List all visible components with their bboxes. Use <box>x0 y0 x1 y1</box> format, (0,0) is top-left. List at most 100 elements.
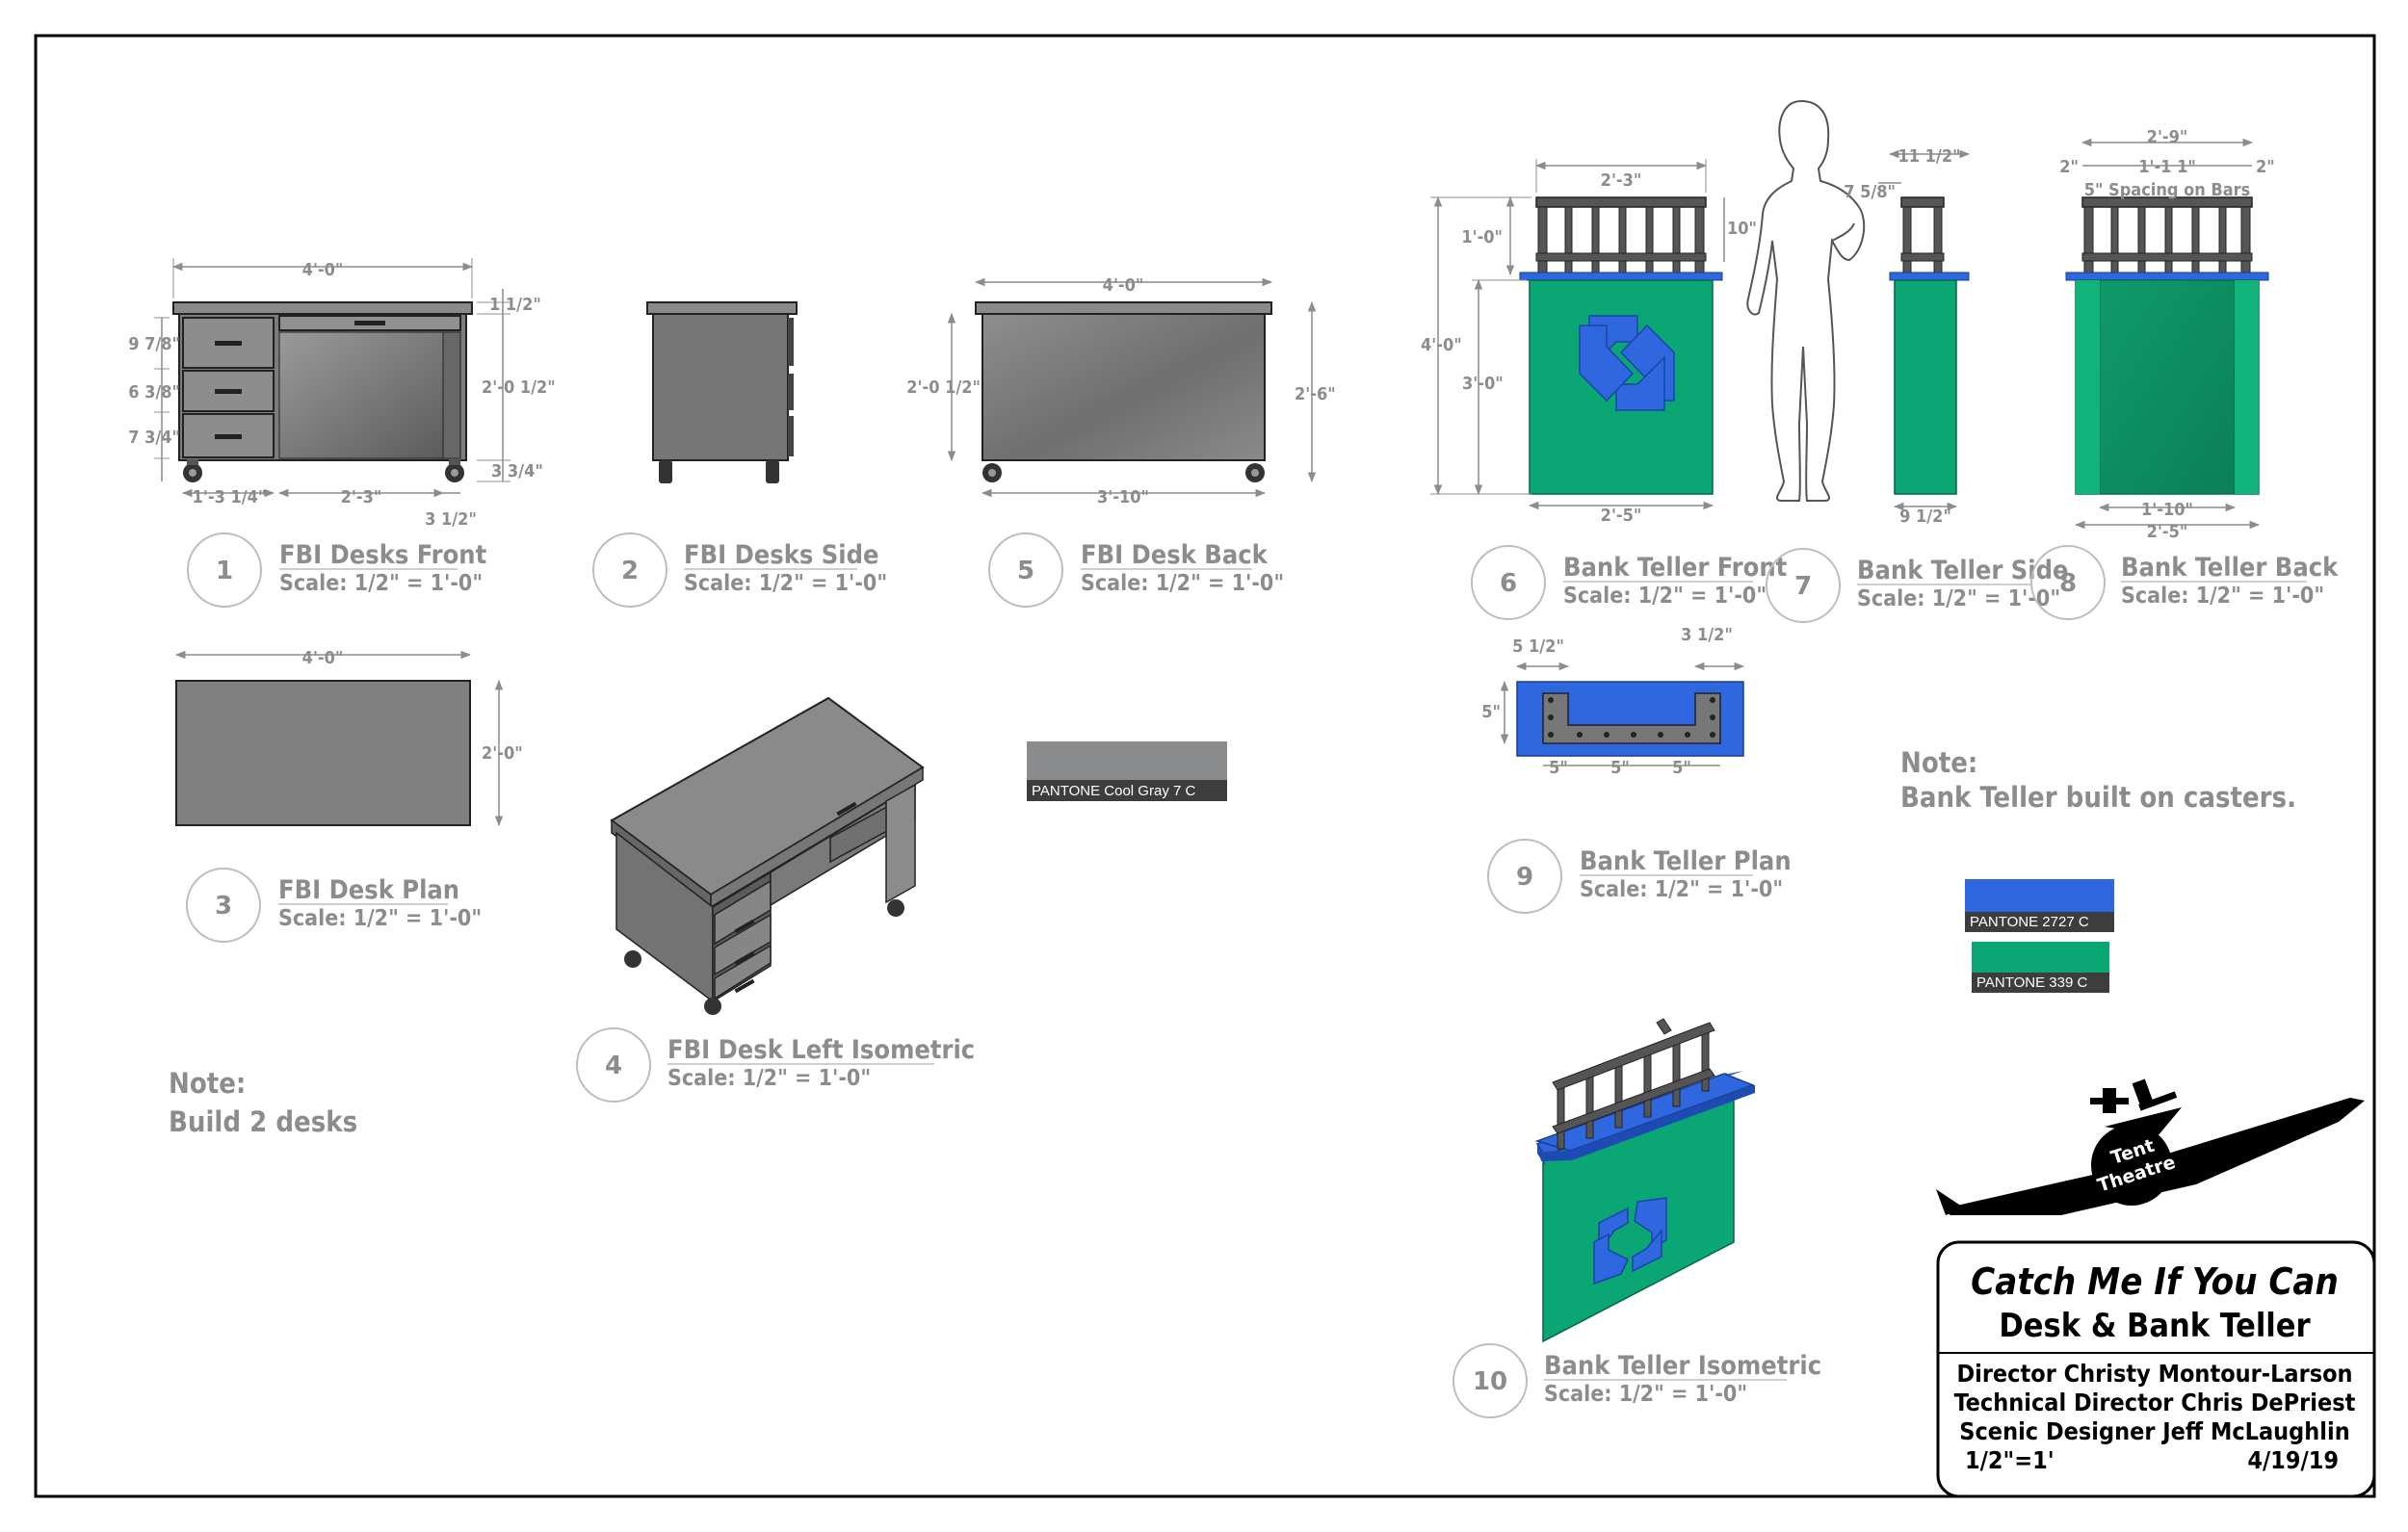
view-label-3: 3 FBI Desk Plan Scale: 1/2" = 1'-0" <box>186 868 482 943</box>
dim-desk-plan-depth: 2'-0" <box>482 743 523 764</box>
view-title-10: Bank Teller Isometric <box>1544 1351 1821 1381</box>
dim-desk-plan-width: 4'-0" <box>302 648 344 668</box>
svg-text:8: 8 <box>2059 569 2077 598</box>
svg-text:Note:: Note: <box>1900 746 1977 779</box>
dim-teller-plan-s1: 5" <box>1549 758 1568 778</box>
dim-desk-top-thickness: 1 1/2" <box>489 295 541 315</box>
view-label-8: 8 Bank Teller Back Scale: 1/2" = 1'-0" <box>2030 545 2339 620</box>
view-title-3: FBI Desk Plan <box>278 875 459 905</box>
dim-teller-10: 10" <box>1727 219 1757 239</box>
svg-text:6: 6 <box>1500 569 1517 598</box>
dim-teller-plan-s2: 5" <box>1610 758 1630 778</box>
svg-text:3: 3 <box>215 892 232 921</box>
svg-text:Scale: 1/2" = 1'-0": Scale: 1/2" = 1'-0" <box>2121 584 2324 609</box>
view-label-1: 1 FBI Desks Front Scale: 1/2" = 1'-0" <box>187 532 487 608</box>
view-label-2: 2 FBI Desks Side Scale: 1/2" = 1'-0" <box>592 532 887 608</box>
dim-teller-side-top: 11 1/2" <box>1898 146 1960 167</box>
svg-text:10: 10 <box>1473 1367 1507 1396</box>
dim-teller-plan-s3: 5" <box>1672 758 1691 778</box>
fbi-desk-plan-view: 4'-0" 2'-0" <box>174 648 523 827</box>
svg-text:Scale: 1/2" = 1'-0": Scale: 1/2" = 1'-0" <box>278 906 482 931</box>
dim-teller-bar-height: 1'-0" <box>1461 227 1503 247</box>
bank-teller-plan-view: 5 1/2" 3 1/2" 5" 5" 5" 5" <box>1481 625 1745 778</box>
view-title-4: FBI Desk Left Isometric <box>667 1035 975 1065</box>
view-label-7: 7 Bank Teller Side Scale: 1/2" = 1'-0" <box>1766 548 2069 623</box>
swatch-blue-label: PANTONE 2727 C <box>1970 914 2089 930</box>
title-block: Catch Me If You Can Desk & Bank Teller D… <box>1936 1240 2376 1498</box>
view-title-5: FBI Desk Back <box>1081 540 1269 570</box>
bank-teller-back-view: 2'-9" 2" 1'-1 1" 2" 5" Spacing on Bars 1… <box>2059 127 2274 542</box>
dim-desk-back-overall: 2'-6" <box>1295 384 1336 404</box>
dim-teller-plan-depth: 5" <box>1481 702 1501 722</box>
svg-text:5: 5 <box>1017 557 1034 585</box>
svg-text:Scale: 1/2" = 1'-0": Scale: 1/2" = 1'-0" <box>684 571 887 596</box>
airplane-logo-icon: Tent Theatre <box>1936 1078 2365 1215</box>
svg-text:Scale: 1/2" = 1'-0": Scale: 1/2" = 1'-0" <box>1081 571 1284 596</box>
svg-text:Scale: 1/2" = 1'-0": Scale: 1/2" = 1'-0" <box>667 1066 871 1091</box>
svg-text:Scale: 1/2" = 1'-0": Scale: 1/2" = 1'-0" <box>1563 584 1767 609</box>
view-title-8: Bank Teller Back <box>2121 553 2339 583</box>
svg-text:9: 9 <box>1516 863 1533 892</box>
view-label-5: 5 FBI Desk Back Scale: 1/2" = 1'-0" <box>988 532 1284 608</box>
view-label-9: 9 Bank Teller Plan Scale: 1/2" = 1'-0" <box>1487 839 1792 914</box>
dim-teller-back-top: 2'-9" <box>2147 127 2188 147</box>
svg-text:Scale: 1/2" = 1'-0": Scale: 1/2" = 1'-0" <box>1580 877 1783 902</box>
swatch-blue: PANTONE 2727 C <box>1965 879 2114 932</box>
fbi-desk-side-view <box>646 301 798 483</box>
dim-teller-bar-width: 2'-3" <box>1601 170 1642 191</box>
svg-text:7: 7 <box>1794 572 1812 601</box>
swatch-green-label: PANTONE 339 C <box>1976 974 2087 991</box>
dim-teller-base: 2'-5" <box>1601 506 1642 526</box>
svg-text:Scale: 1/2" = 1'-0": Scale: 1/2" = 1'-0" <box>1544 1382 1747 1407</box>
title-date: 4/19/19 <box>2247 1446 2339 1474</box>
fbi-desk-isometric-view <box>610 696 925 1015</box>
dim-pedestal: 1'-3 1/4" <box>193 487 267 507</box>
view-label-6: 6 Bank Teller Front Scale: 1/2" = 1'-0" <box>1471 545 1788 620</box>
svg-text:4: 4 <box>605 1052 622 1080</box>
svg-text:Build 2 desks: Build 2 desks <box>169 1105 357 1138</box>
view-label-10: 10 Bank Teller Isometric Scale: 1/2" = 1… <box>1453 1343 1821 1418</box>
human-scale-figure <box>1746 99 1866 502</box>
dim-drawer-1: 9 7/8" <box>128 334 180 354</box>
dim-teller-side-base: 9 1/2" <box>1899 506 1951 527</box>
title-technical-director: Technical Director Chris DePriest <box>1954 1389 2356 1416</box>
svg-text:2: 2 <box>621 557 639 585</box>
sheet-border <box>34 34 2376 1498</box>
dim-drawer-2: 6 3/8" <box>128 382 180 402</box>
svg-text:Note:: Note: <box>169 1067 246 1100</box>
dim-teller-back-mid: 1'-1 1" <box>2138 157 2196 177</box>
title-director: Director Christy Montour-Larson <box>1956 1360 2352 1388</box>
bank-teller-side-view: 11 1/2" 7 5/8" 9 1/2" <box>1844 146 1971 527</box>
dim-drawer-3: 7 3/4" <box>128 428 180 448</box>
fbi-desk-front-view: 4'-0" 9 7/8" 6 3/8" 7 3/4" 1 1/2" 2'-0 1… <box>128 258 556 530</box>
bank-logo-front <box>1579 315 1675 411</box>
title-scale: 1/2"=1' <box>1965 1446 2055 1474</box>
view-title-9: Bank Teller Plan <box>1580 846 1792 876</box>
dim-teller-plan-left: 5 1/2" <box>1512 636 1564 657</box>
view-title-1: FBI Desks Front <box>279 540 487 570</box>
note-desk: Note: Build 2 desks <box>169 1067 357 1138</box>
svg-text:Scale: 1/2" = 1'-0": Scale: 1/2" = 1'-0" <box>279 571 483 596</box>
view-label-4: 4 FBI Desk Left Isometric Scale: 1/2" = … <box>576 1027 975 1103</box>
swatch-green: PANTONE 339 C <box>1972 942 2109 993</box>
dim-teller-back-left: 2" <box>2059 157 2079 177</box>
dim-caster: 3 3/4" <box>491 461 543 481</box>
swatch-cool-gray: PANTONE Cool Gray 7 C <box>1027 741 1227 801</box>
view-title-2: FBI Desks Side <box>684 540 878 570</box>
view-title-6: Bank Teller Front <box>1563 553 1788 583</box>
dim-teller-body-height: 3'-0" <box>1462 374 1504 394</box>
dim-teller-back-spacing: 5" Spacing on Bars <box>2084 180 2251 200</box>
svg-text:Bank Teller built on casters.: Bank Teller built on casters. <box>1900 781 2296 814</box>
title-subtitle: Desk & Bank Teller <box>1999 1307 2311 1345</box>
swatch-cool-gray-label: PANTONE Cool Gray 7 C <box>1032 783 1195 799</box>
title-show: Catch Me If You Can <box>1971 1260 2339 1303</box>
bank-teller-isometric-view <box>1534 1018 1756 1343</box>
dim-teller-back-inner: 1'-10" <box>2141 500 2193 520</box>
bank-teller-front-view: 2'-3" 1'-0" 10" 4'-0" 3'-0" 2'-5" <box>1421 159 1757 526</box>
dim-teller-side-bar: 7 5/8" <box>1844 182 1896 202</box>
dim-teller-plan-right: 3 1/2" <box>1681 625 1733 645</box>
dim-teller-back-outer: 2'-5" <box>2147 522 2188 542</box>
dim-teller-back-right: 2" <box>2256 157 2275 177</box>
svg-text:Scale: 1/2" = 1'-0": Scale: 1/2" = 1'-0" <box>1857 586 2060 611</box>
dim-knee-space: 2'-3" <box>341 487 382 507</box>
